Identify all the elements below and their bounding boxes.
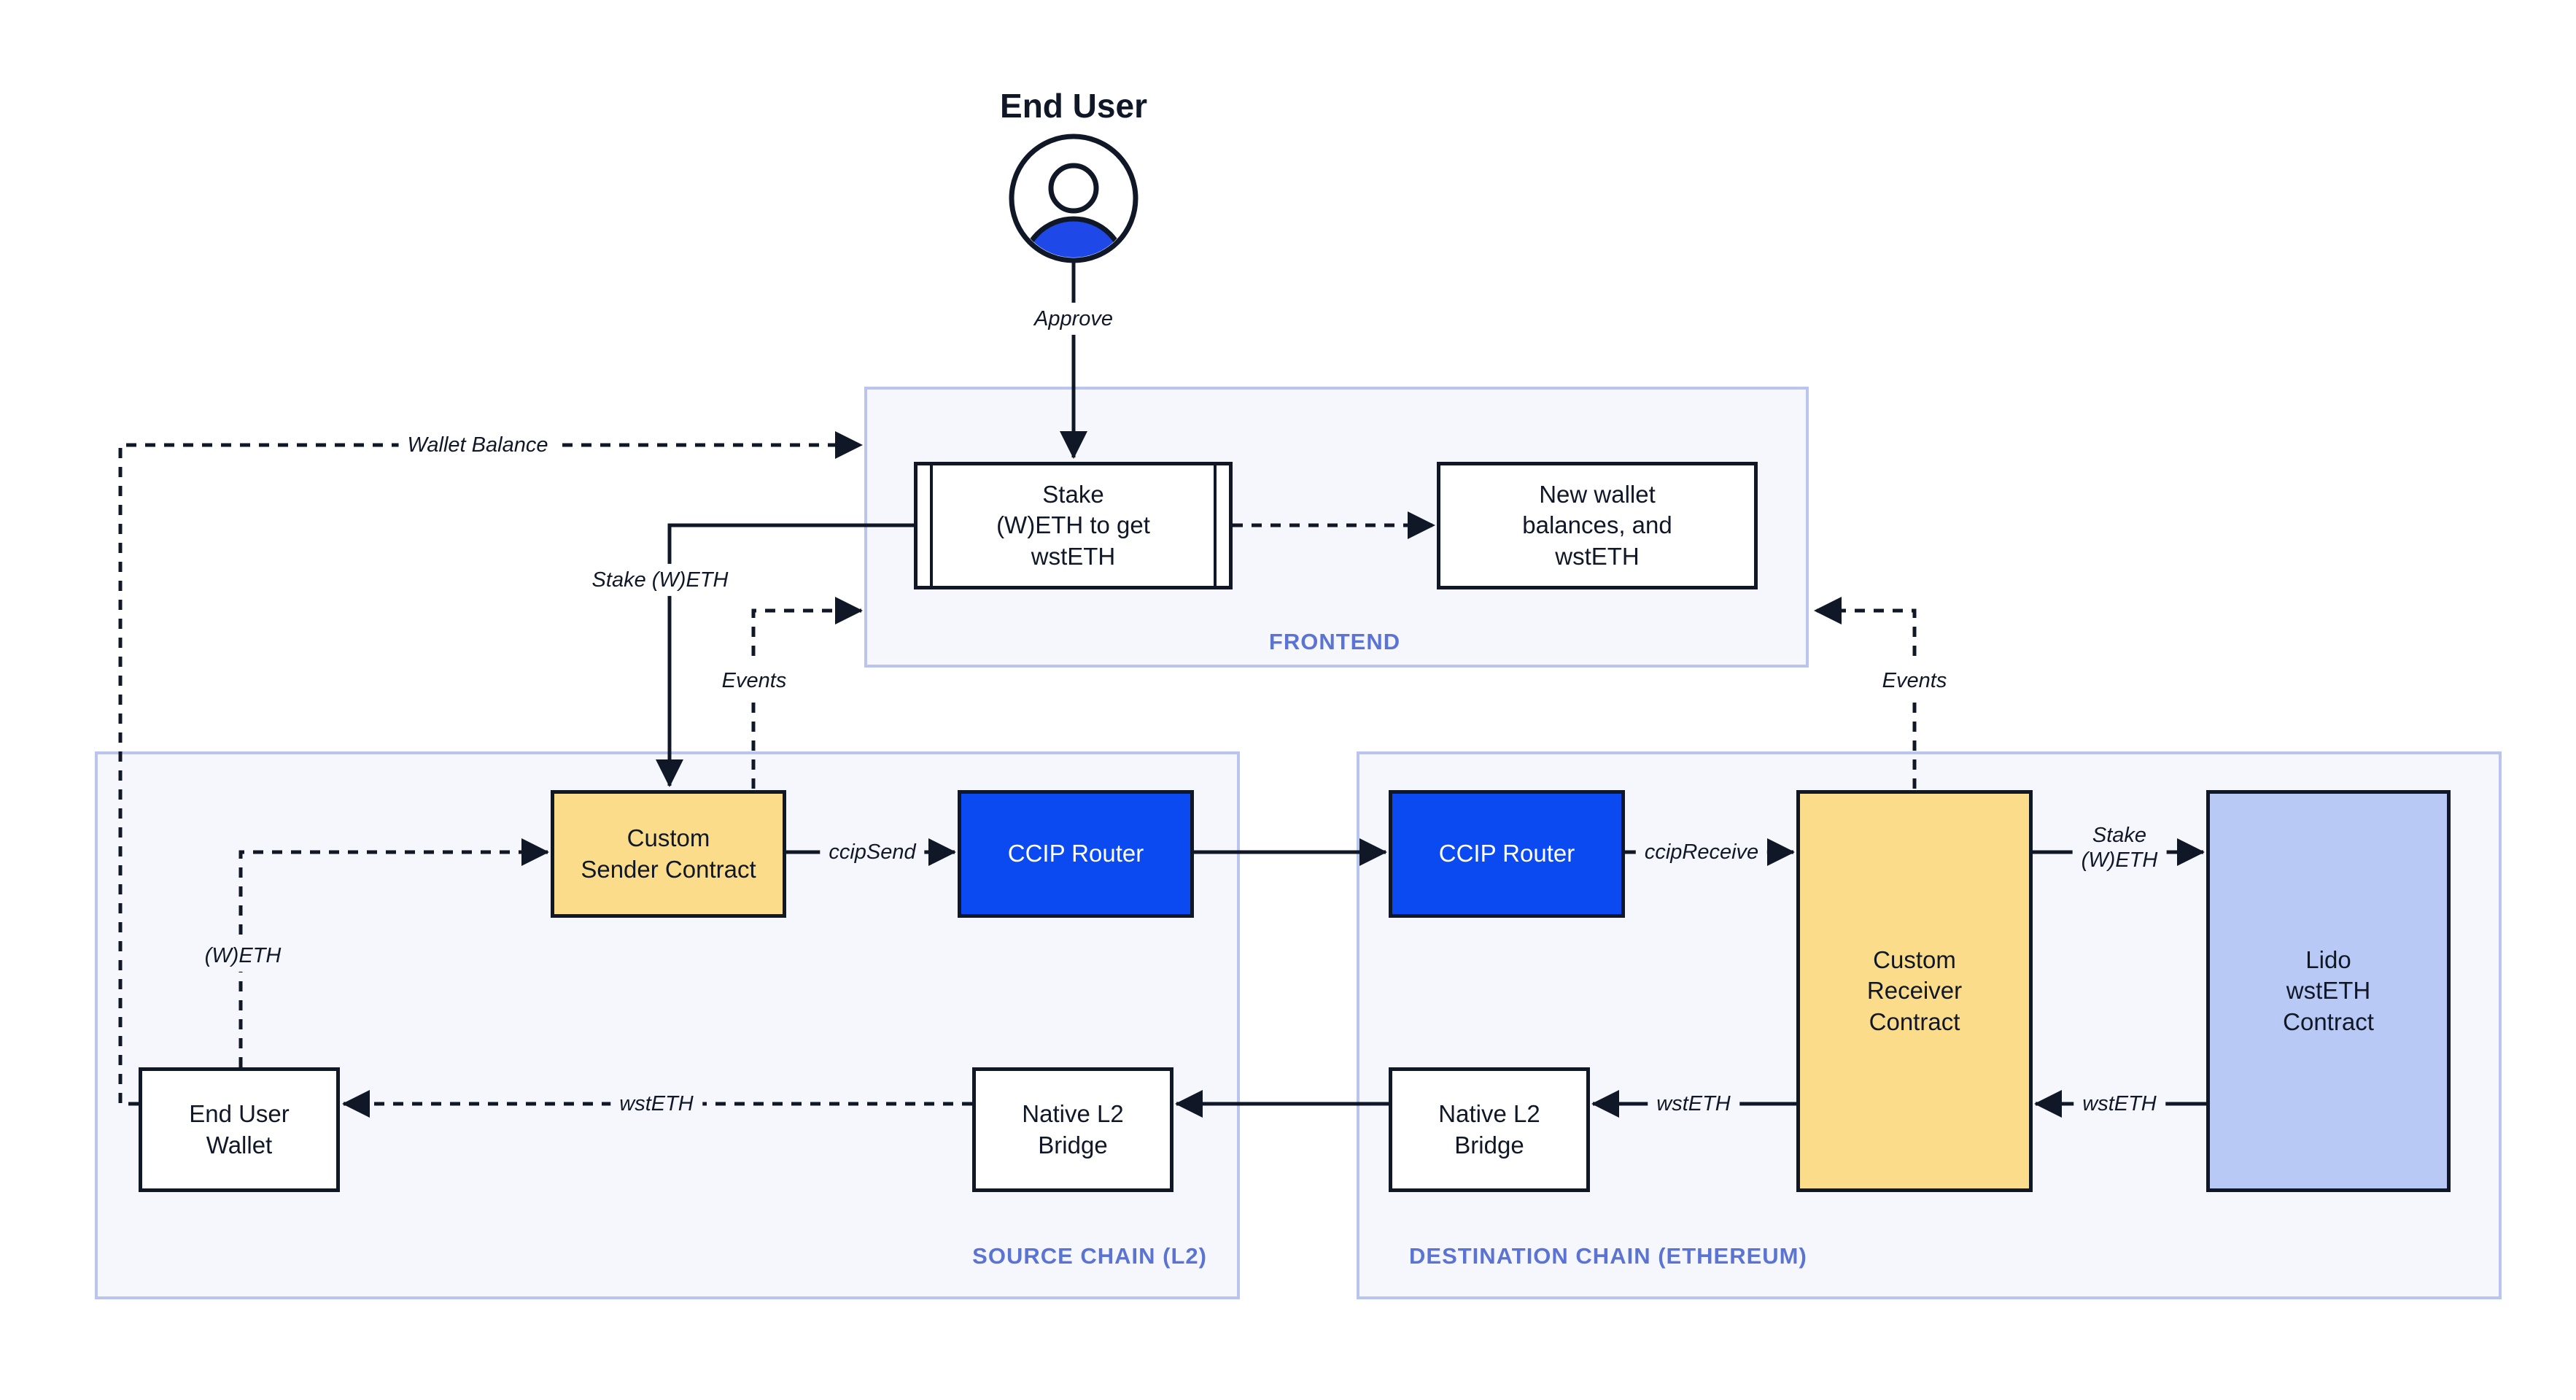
ccip-send-label: ccipSend xyxy=(820,835,925,869)
connector-events-right xyxy=(1814,597,1917,789)
new-wallet-label: New wallet balances, and wstETH xyxy=(1522,481,1672,570)
subroutine-line-right xyxy=(1214,465,1217,586)
connector-weth-wallet-to-sender xyxy=(238,838,549,1067)
end-user-wallet-label: End User Wallet xyxy=(189,1100,290,1159)
ccip-router-dest-node: CCIP Router xyxy=(1389,790,1625,918)
connector-wallet-balance xyxy=(118,431,863,1106)
wsteth-source-label: wstETH xyxy=(610,1087,702,1121)
custom-sender-node: Custom Sender Contract xyxy=(551,790,786,918)
wsteth-receiver-label: wstETH xyxy=(1648,1087,1739,1121)
native-bridge-source-node: Native L2 Bridge xyxy=(972,1067,1173,1192)
approve-label: Approve xyxy=(1025,302,1122,336)
stake-widget-node: Stake (W)ETH to get wstETH xyxy=(914,462,1233,589)
wsteth-lido-label: wstETH xyxy=(2073,1087,2165,1121)
connector-events-left xyxy=(751,597,863,789)
custom-sender-label: Custom Sender Contract xyxy=(581,824,756,883)
subroutine-line-left xyxy=(930,465,933,586)
frontend-panel-label: FRONTEND xyxy=(1268,629,1401,654)
stake-widget-label: Stake (W)ETH to get wstETH xyxy=(996,481,1150,570)
native-bridge-dest-label: Native L2 Bridge xyxy=(1438,1100,1540,1159)
custom-receiver-node: Custom Receiver Contract xyxy=(1796,790,2033,1192)
end-user-wallet-node: End User Wallet xyxy=(139,1067,340,1192)
ccip-receive-label: ccipReceive xyxy=(1635,835,1768,869)
new-wallet-node: New wallet balances, and wstETH xyxy=(1437,462,1758,589)
events-right-label: Events xyxy=(1873,664,1956,697)
wallet-balance-label: Wallet Balance xyxy=(398,428,557,462)
weth-label: (W)ETH xyxy=(195,939,290,972)
events-left-label: Events xyxy=(713,664,796,697)
end-user-icon xyxy=(1001,125,1147,271)
custom-receiver-label: Custom Receiver Contract xyxy=(1866,946,1963,1035)
ccip-router-source-label: CCIP Router xyxy=(1007,840,1144,867)
destination-chain-panel-label: DESTINATION CHAIN (ETHEREUM) xyxy=(1409,1243,1807,1269)
lido-contract-node: Lido wstETH Contract xyxy=(2206,790,2451,1192)
lido-contract-label: Lido wstETH Contract xyxy=(2283,946,2374,1035)
native-bridge-source-label: Native L2 Bridge xyxy=(1022,1100,1124,1159)
connector-stake-weth xyxy=(656,523,914,787)
ccip-router-source-node: CCIP Router xyxy=(958,790,1194,918)
ccip-router-dest-label: CCIP Router xyxy=(1438,840,1575,867)
source-chain-panel-label: SOURCE CHAIN (L2) xyxy=(972,1243,1207,1269)
end-user-title: End User xyxy=(1000,87,1147,125)
stake-weth-left-label: Stake (W)ETH xyxy=(583,563,737,597)
native-bridge-dest-node: Native L2 Bridge xyxy=(1389,1067,1590,1192)
stake-weth-dest-label: Stake (W)ETH xyxy=(2072,819,2167,877)
